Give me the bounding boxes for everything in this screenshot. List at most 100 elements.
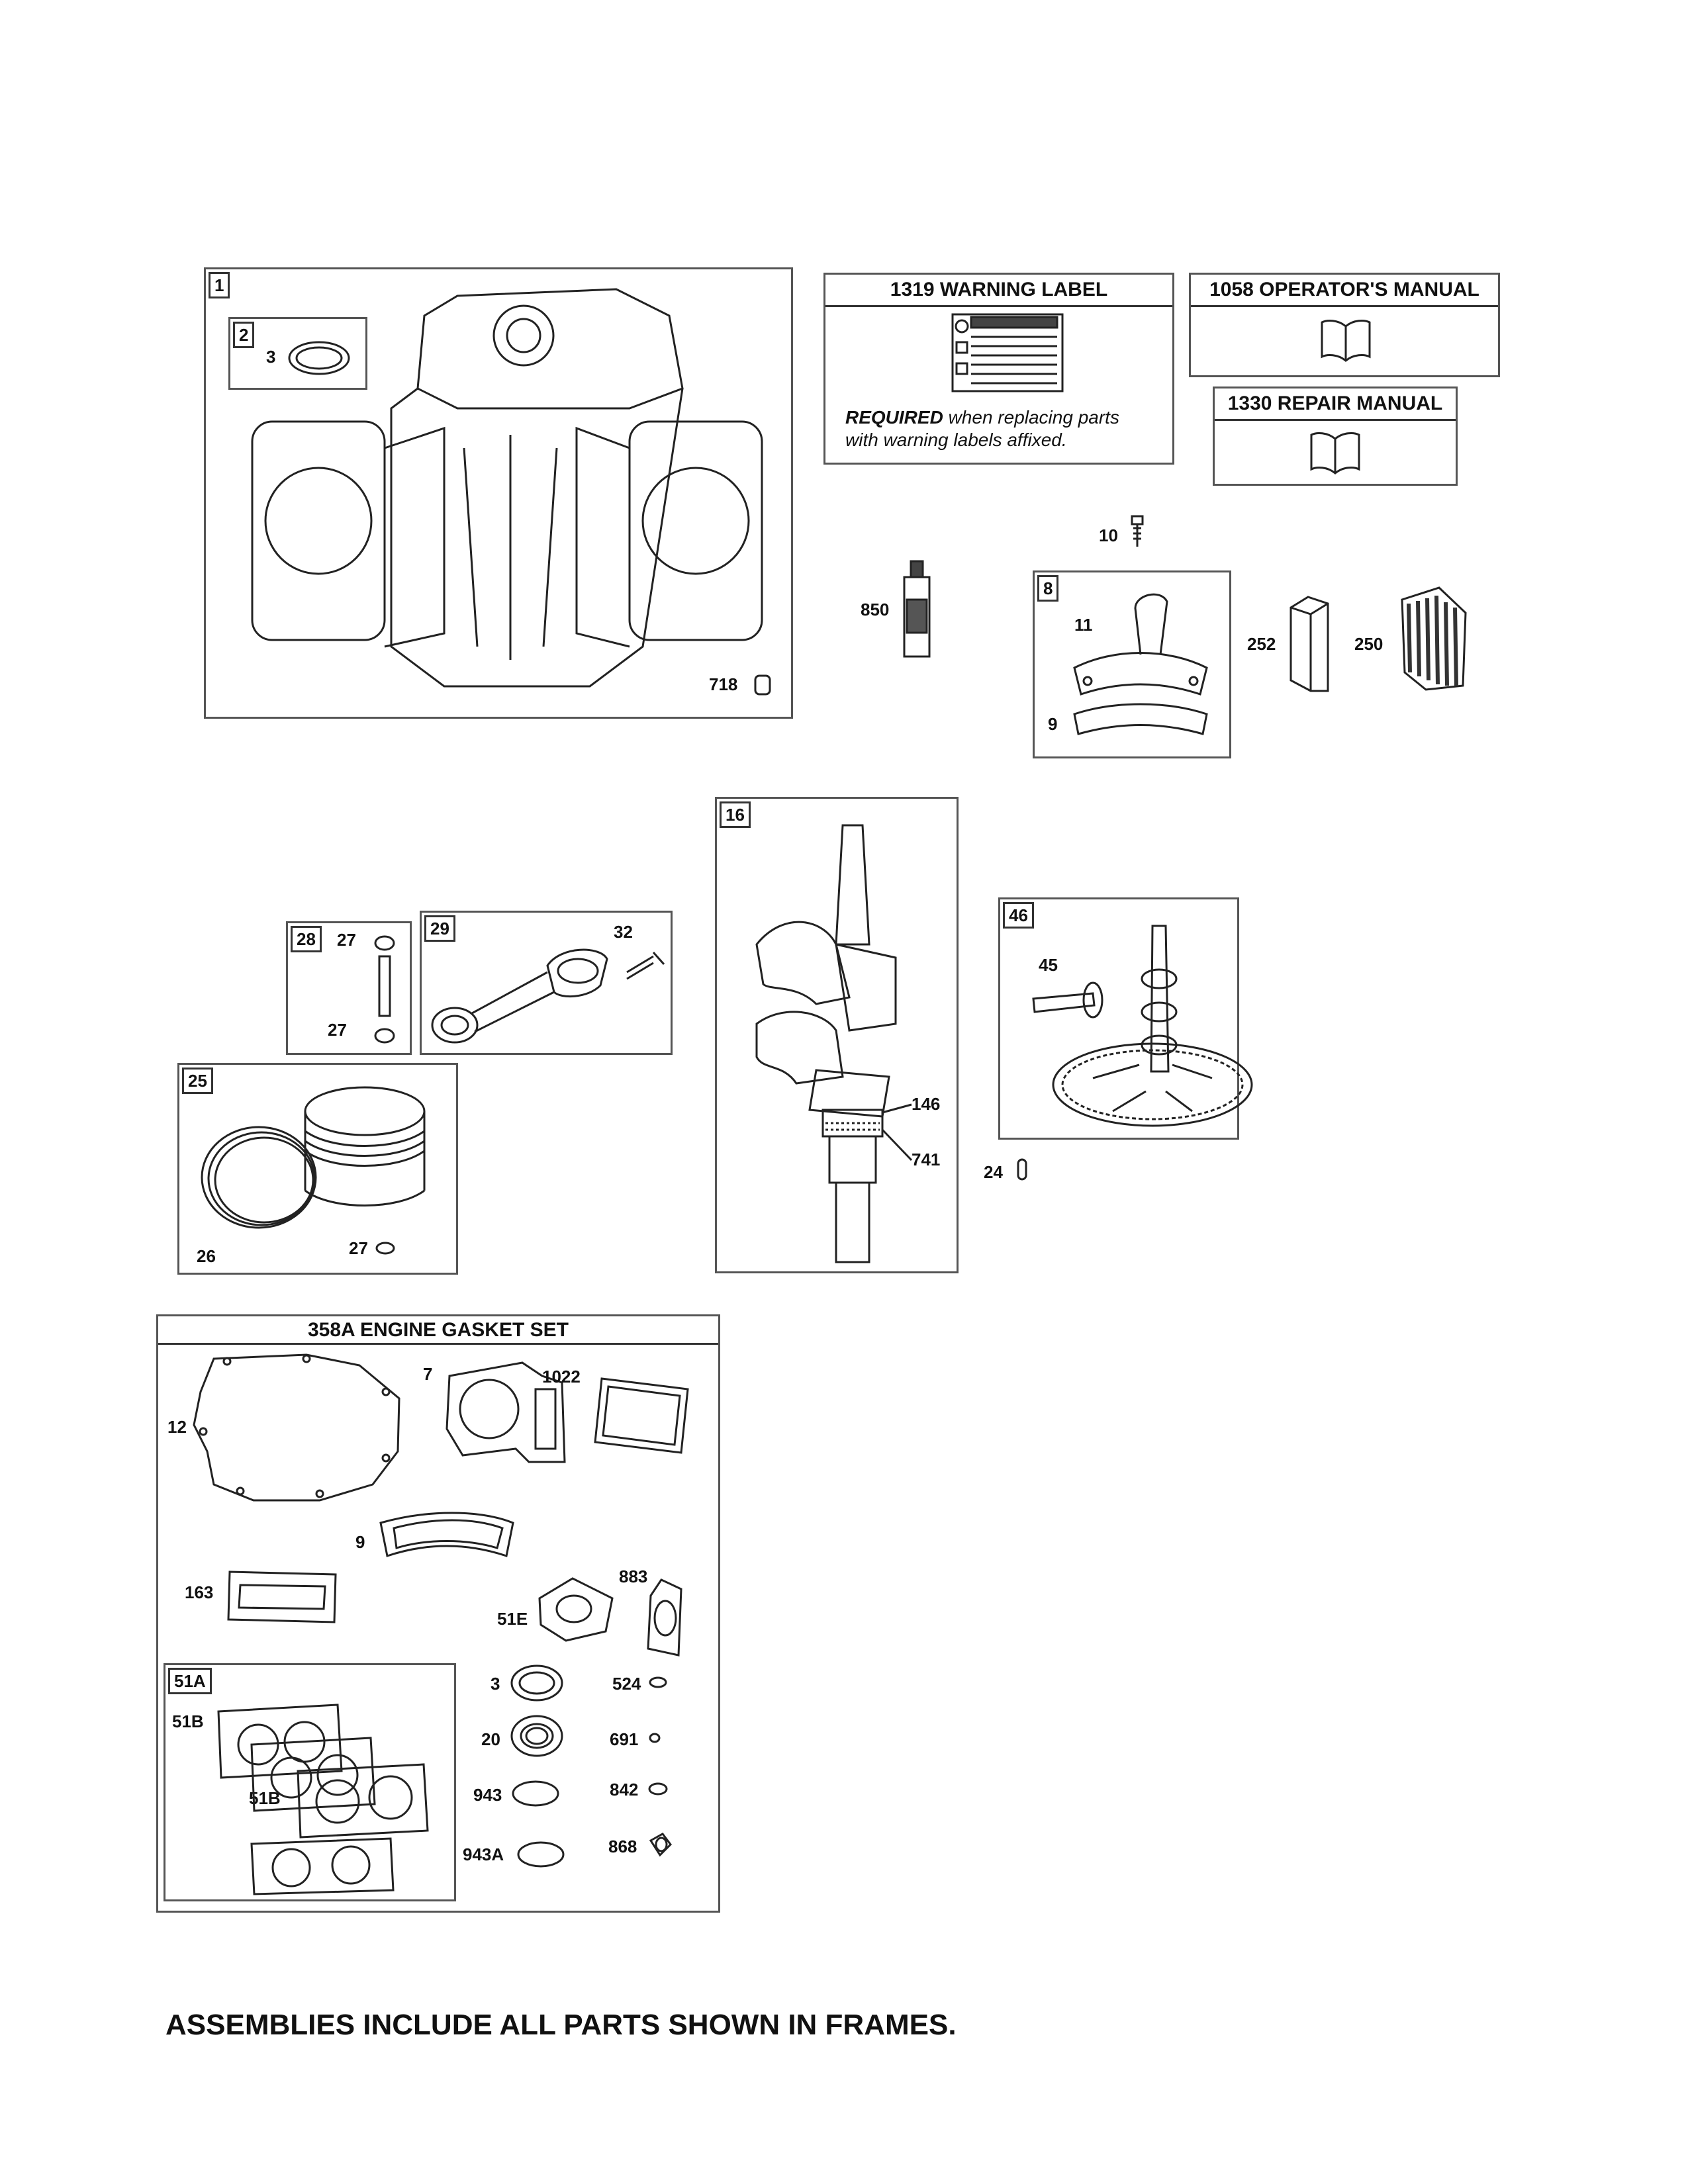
clip-bottom-label: 27 [328, 1020, 347, 1040]
gasket-set-frame: 358A ENGINE GASKET SET 12 7 1022 9 163 5… [156, 1314, 720, 1913]
breather-illustration [1073, 593, 1208, 735]
repair-manual-frame: 1330 REPAIR MANUAL [1213, 387, 1458, 486]
breather-gasket-label: 9 [1048, 714, 1058, 734]
part-691-icon [649, 1733, 661, 1743]
part-883-label: 883 [619, 1567, 648, 1586]
screw-part-label: 10 [1099, 525, 1118, 545]
seal-sub-part-number: 2 [233, 322, 255, 348]
camshaft-pin-label: 24 [984, 1162, 1003, 1182]
part-163-label: 163 [185, 1582, 214, 1602]
part-883-gasket-illustration [647, 1578, 682, 1657]
elbow-gasket-label: 51E [497, 1609, 528, 1629]
seal-ring-icon [510, 1664, 563, 1702]
warning-note-rest: when replacing parts [943, 407, 1119, 428]
crankshaft-part-number: 16 [720, 801, 751, 828]
intake-gasket-illustration [217, 1704, 429, 1895]
part-524-clip-icon [649, 1676, 667, 1688]
part-250-label: 250 [1354, 634, 1383, 654]
connecting-rod-part-number: 29 [424, 915, 455, 942]
intake-gasket-subframe: 51A 51B 51B [164, 1663, 456, 1901]
piston-rings-label: 26 [197, 1246, 216, 1266]
part-163-gasket-illustration [227, 1570, 337, 1623]
pin-set-part-number: 28 [291, 926, 322, 952]
pin-icon [1017, 1158, 1027, 1181]
intake-gasket-top-label: 51B [172, 1711, 204, 1731]
warning-sticker-icon [951, 313, 1064, 392]
seal-ring-icon [288, 341, 350, 375]
part-842-label: 842 [610, 1780, 639, 1799]
rod-bolt-label: 32 [614, 922, 633, 942]
oil-seal-icon [510, 1715, 563, 1757]
required-text: REQUIRED [845, 407, 943, 428]
warning-note-line1: REQUIRED when replacing parts [845, 407, 1119, 428]
part-868-label: 868 [608, 1837, 637, 1856]
warning-label-header: 1319 WARNING LABEL [890, 279, 1108, 300]
operators-manual-frame: 1058 OPERATOR'S MANUAL [1189, 273, 1500, 377]
part-252-block-icon [1289, 596, 1329, 692]
piston-clip-label: 27 [349, 1238, 368, 1258]
camshaft-shaft-label: 45 [1039, 955, 1058, 975]
head-gasket-label: 7 [423, 1364, 433, 1384]
sealant-part-label: 850 [861, 600, 890, 619]
warning-label-frame: 1319 WARNING LABEL REQUIRED when replaci… [823, 273, 1174, 465]
breather-gasket-label: 9 [355, 1532, 365, 1552]
book-icon [1310, 432, 1360, 475]
header-divider [825, 305, 1172, 307]
oring-label: 943 [473, 1785, 502, 1805]
oring-a-label: 943A [463, 1844, 504, 1864]
wrist-pin-illustration [374, 935, 395, 1044]
crankshaft-assembly-frame: 16 146 741 [715, 797, 959, 1273]
crank-gear-label: 741 [912, 1150, 941, 1169]
part-250-filter-icon [1401, 586, 1467, 691]
camshaft-assembly-frame: 46 45 [998, 897, 1253, 1140]
piston-illustration [201, 1086, 426, 1229]
cylinder-block-illustration [251, 288, 763, 688]
header-divider [1191, 305, 1498, 307]
assemblies-footer-note: ASSEMBLIES INCLUDE ALL PARTS SHOWN IN FR… [165, 2009, 957, 2041]
seal-subframe: 2 3 [228, 317, 367, 390]
breather-gasket-illustration [379, 1512, 514, 1557]
oring-icon [512, 1780, 559, 1807]
crankshaft-illustration [755, 824, 897, 1263]
oring-a-icon [517, 1841, 565, 1868]
header-divider [1215, 419, 1456, 421]
seal-label: 3 [491, 1674, 500, 1694]
part-842-clip-icon [648, 1782, 668, 1796]
seal-part-label: 3 [266, 347, 276, 367]
part-691-label: 691 [610, 1729, 639, 1749]
breather-assembly-frame: 8 11 9 [1033, 570, 1231, 758]
piston-part-number: 25 [182, 1068, 213, 1094]
breather-part-number: 8 [1037, 575, 1059, 602]
head-gasket-illustration [445, 1361, 566, 1463]
repair-manual-header: 1330 REPAIR MANUAL [1227, 392, 1443, 414]
crankcase-gasket-label: 12 [167, 1417, 187, 1437]
dowel-part-label: 718 [709, 674, 738, 694]
block-part-number: 1 [209, 272, 230, 298]
piston-assembly-frame: 25 26 27 [177, 1063, 458, 1275]
warning-note-line2: with warning labels affixed. [845, 430, 1067, 450]
book-icon [1321, 320, 1371, 362]
block-assembly-frame: 1 2 3 718 [204, 267, 793, 719]
dowel-icon [754, 674, 771, 696]
clip-top-label: 27 [337, 930, 356, 950]
cover-gasket-label: 1022 [542, 1367, 581, 1387]
header-divider [158, 1343, 718, 1345]
seal2-label: 20 [481, 1729, 500, 1749]
operators-manual-header: 1058 OPERATOR'S MANUAL [1209, 279, 1479, 300]
part-252-label: 252 [1247, 634, 1276, 654]
crank-key-label: 146 [912, 1094, 941, 1114]
pin-set-frame: 28 27 27 [286, 921, 412, 1055]
connecting-rod-illustration [431, 948, 665, 1044]
sealant-tube-icon [903, 560, 931, 658]
crankcase-gasket-illustration [193, 1353, 400, 1502]
screw-icon [1131, 515, 1144, 547]
elbow-gasket-illustration [538, 1577, 614, 1642]
camshaft-illustration [1032, 925, 1253, 1127]
breather-tube-label: 11 [1074, 615, 1093, 635]
clip-icon [375, 1242, 395, 1255]
intake-gasket-part-number: 51A [168, 1668, 212, 1694]
part-524-label: 524 [612, 1674, 641, 1694]
part-868-plug-icon [649, 1833, 672, 1857]
cover-gasket-illustration [594, 1377, 689, 1454]
camshaft-part-number: 46 [1003, 902, 1034, 929]
